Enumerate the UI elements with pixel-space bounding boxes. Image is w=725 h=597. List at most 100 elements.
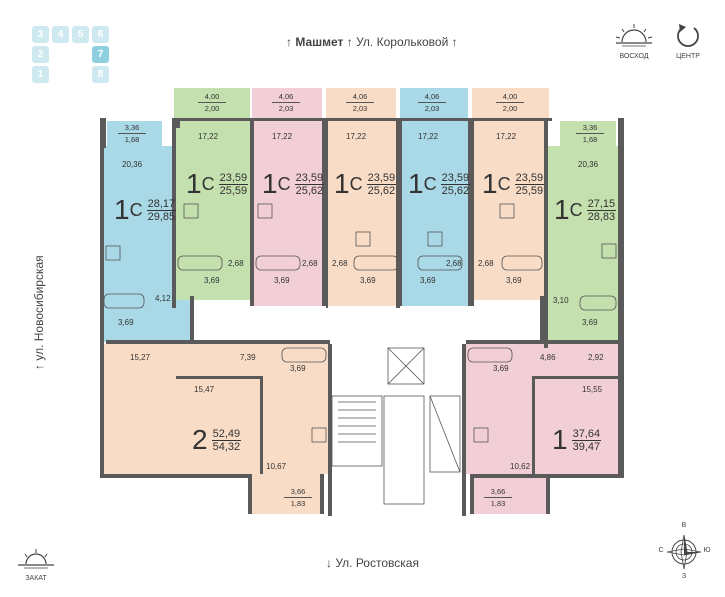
stair-core <box>331 347 461 505</box>
apartment-9-rooms: 1 <box>552 424 568 455</box>
u2-bath-area: 3,69 <box>274 276 290 285</box>
u1-room-area: 17,22 <box>198 132 219 141</box>
apartment-4-suffix: С <box>349 173 363 194</box>
apartment-5-rooms: 1 <box>408 168 424 199</box>
section-8-button[interactable]: 8 <box>92 66 109 83</box>
section-4-button[interactable]: 4 <box>52 26 69 43</box>
center-button[interactable]: ЦЕНТР <box>670 22 706 62</box>
sunrise-icon <box>615 24 653 47</box>
a1-hall-area: 4,12 <box>155 294 171 303</box>
section-6-button[interactable]: 6 <box>92 26 109 43</box>
b1-room-area: 15,55 <box>582 385 603 394</box>
apartment-3-living: 23,59 <box>294 171 325 185</box>
section-2-button[interactable]: 2 <box>32 46 49 63</box>
apartment-7-total: 28,83 <box>587 210 616 223</box>
section-navigator: 3 4 5 6 2 1 7 8 <box>30 24 120 94</box>
section-1-button[interactable]: 1 <box>32 66 49 83</box>
apartment-4-living: 23,59 <box>366 171 397 185</box>
a7-hall-area: 3,10 <box>553 296 569 305</box>
balcony-4-top: 4,06 <box>346 91 374 103</box>
section-3-button[interactable]: 3 <box>32 26 49 43</box>
apartment-8-total: 54,32 <box>212 440 241 453</box>
apartment-8-rooms: 2 <box>192 424 208 455</box>
sunset-icon <box>18 549 54 569</box>
street-mashmet: Машмет <box>295 35 344 49</box>
apartment-7-suffix: С <box>569 199 583 220</box>
north-street-label: ↑ Машмет ↑ Ул. Корольковой ↑ <box>286 35 458 49</box>
section-7-button[interactable]: 7 <box>92 46 109 63</box>
balcony-6-top: 4,00 <box>496 91 524 103</box>
balcony-1-bottom: 1,68 <box>124 135 140 144</box>
street-rostovskaya: Ул. Ростовская <box>335 556 419 570</box>
u3-hall-area: 2,68 <box>332 259 348 268</box>
compass-west: С <box>658 547 664 554</box>
balcony-6-bottom: 2,00 <box>502 104 518 113</box>
balcony-8-bottom: 1,83 <box>290 499 306 508</box>
u4-hall-area: 2,68 <box>446 259 462 268</box>
apartment-9-total: 39,47 <box>572 440 601 453</box>
apartment-6-suffix: С <box>497 173 511 194</box>
u2-room-area: 17,22 <box>272 132 293 141</box>
compass-north: В <box>681 522 687 529</box>
u2-hall-area: 2,68 <box>302 259 318 268</box>
balcony-9-top: 3,66 <box>484 486 512 498</box>
balcony-9-bottom: 1,83 <box>490 499 506 508</box>
apartment-7-rooms: 1 <box>554 194 570 225</box>
apartment-3-rooms: 1 <box>262 168 278 199</box>
balcony-4-bottom: 2,03 <box>352 104 368 113</box>
top-balconies <box>107 88 616 147</box>
sunrise-indicator: ВОСХОД <box>612 22 656 62</box>
a7-room-area: 20,36 <box>578 160 599 169</box>
a1-bath-area: 3,69 <box>118 318 134 327</box>
apartment-1-living: 28,17 <box>146 197 177 211</box>
south-street-label: ↓ Ул. Ростовская <box>326 556 419 570</box>
section-5-button[interactable]: 5 <box>72 26 89 43</box>
balcony-7-bottom: 1,68 <box>582 135 598 144</box>
apartment-2-rooms: 1 <box>186 168 202 199</box>
b2-hall-area: 7,39 <box>240 353 256 362</box>
apartment-2-total: 25,59 <box>219 184 248 197</box>
balcony-1-top: 3,36 <box>118 122 146 134</box>
b1-wc-area: 2,92 <box>588 353 604 362</box>
apartment-3-total: 25,62 <box>295 184 324 197</box>
fixtures <box>103 203 617 443</box>
u5-bath-area: 3,69 <box>506 276 522 285</box>
street-korolkovoy: Ул. Корольковой <box>356 35 449 49</box>
u5-hall-area: 2,68 <box>478 259 494 268</box>
u1-bath-area: 3,69 <box>204 276 220 285</box>
sunset-indicator: ЗАКАТ <box>14 548 58 588</box>
u4-room-area: 17,22 <box>418 132 439 141</box>
balcony-2-bottom: 2,00 <box>204 104 220 113</box>
b1-hall-area: 4,86 <box>540 353 556 362</box>
b2-kitchen-area: 10,67 <box>266 462 287 471</box>
u1-hall-area: 2,68 <box>228 259 244 268</box>
u5-room-area: 17,22 <box>496 132 517 141</box>
balcony-7-top: 3,36 <box>576 122 604 134</box>
apartment-2-suffix: С <box>201 173 215 194</box>
balcony-5-top: 4,06 <box>418 91 446 103</box>
u3-room-area: 17,22 <box>346 132 367 141</box>
balcony-3-bottom: 2,03 <box>278 104 294 113</box>
apartment-5-living: 23,59 <box>440 171 471 185</box>
u4-bath-area: 3,69 <box>420 276 436 285</box>
sunrise-label: ВОСХОД <box>619 53 649 60</box>
center-label: ЦЕНТР <box>676 53 700 60</box>
balcony-8-top: 3,66 <box>284 486 312 498</box>
balcony-3-top: 4,06 <box>272 91 300 103</box>
apartment-5-total: 25,62 <box>441 184 470 197</box>
